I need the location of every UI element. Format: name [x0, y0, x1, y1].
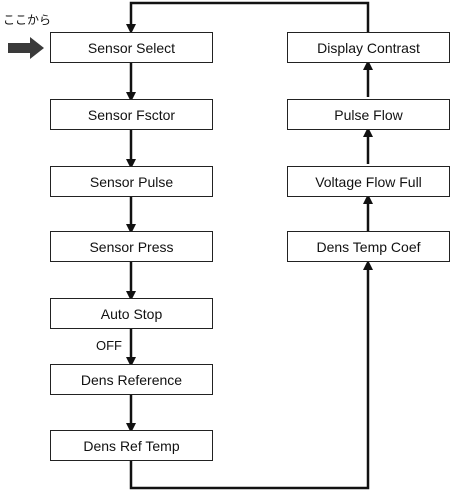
edge-display-contrast-to-sensor-select	[126, 1, 370, 34]
start-label: ここから	[3, 13, 52, 27]
node-sensor-fsctor[interactable]: Sensor Fsctor	[50, 99, 213, 130]
node-pulse-flow[interactable]: Pulse Flow	[287, 99, 450, 130]
node-sensor-press[interactable]: Sensor Press	[50, 231, 213, 262]
node-dens-temp-coef[interactable]: Dens Temp Coef	[287, 231, 450, 262]
node-auto-stop[interactable]: Auto Stop	[50, 298, 213, 329]
node-dens-ref-temp[interactable]: Dens Ref Temp	[50, 430, 213, 461]
node-display-contrast[interactable]: Display Contrast	[287, 32, 450, 63]
node-dens-reference[interactable]: Dens Reference	[50, 364, 213, 395]
node-voltage-flow-full[interactable]: Voltage Flow Full	[287, 166, 450, 197]
edge-dens-ref-temp-to-dens-temp-coef	[129, 260, 373, 490]
edge-label-off: OFF	[96, 338, 122, 353]
node-sensor-select[interactable]: Sensor Select	[50, 32, 213, 63]
node-sensor-pulse[interactable]: Sensor Pulse	[50, 166, 213, 197]
start-arrow-icon	[8, 37, 44, 59]
